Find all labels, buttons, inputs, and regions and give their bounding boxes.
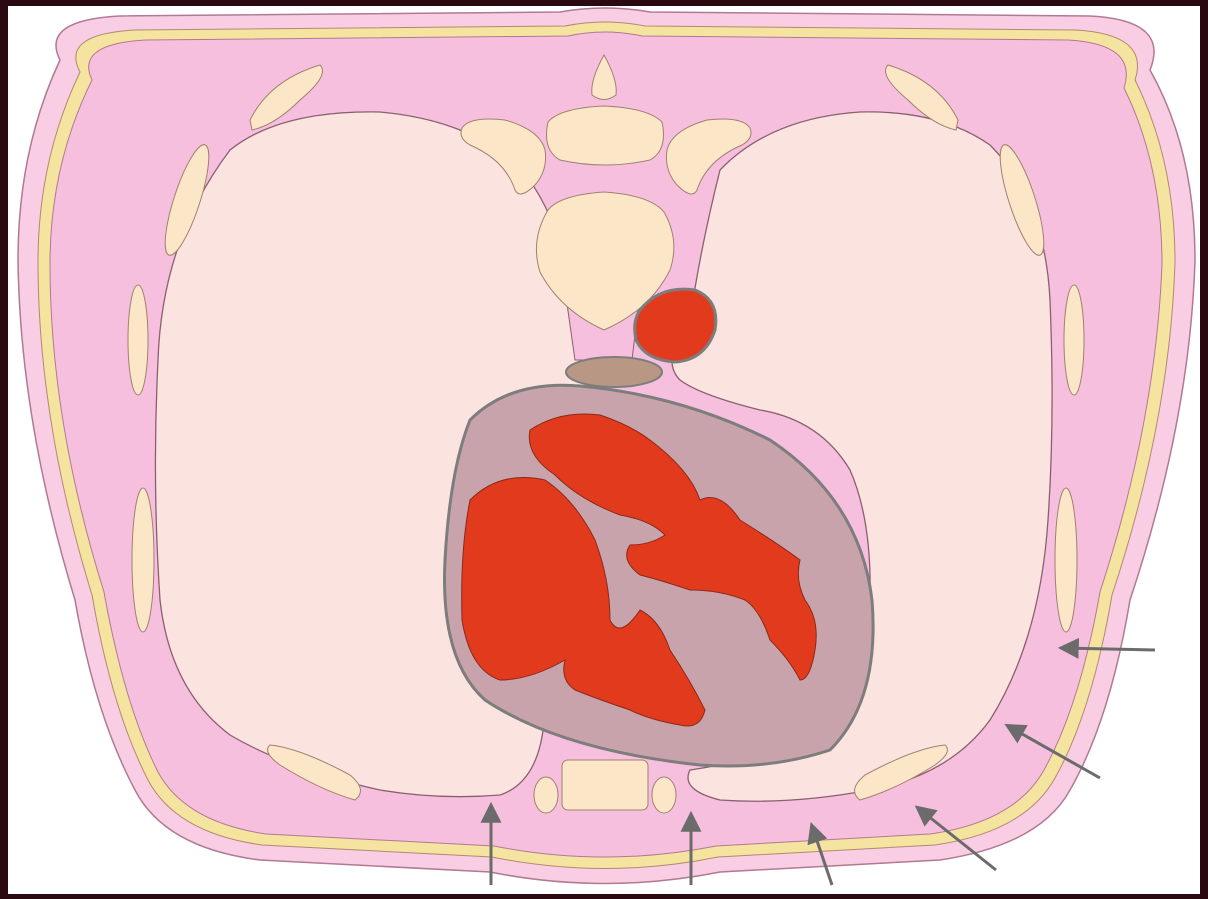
- vertebral-arch: [547, 106, 664, 165]
- rib-7: [132, 488, 154, 632]
- rib-5: [128, 285, 148, 395]
- rib-8: [1055, 488, 1077, 632]
- arrow-1: [1062, 648, 1155, 650]
- rib-6: [1064, 285, 1084, 395]
- costal-cartilage-left: [534, 777, 558, 813]
- sternum: [562, 760, 648, 810]
- costal-cartilage-right: [652, 777, 676, 813]
- esophagus: [566, 357, 662, 387]
